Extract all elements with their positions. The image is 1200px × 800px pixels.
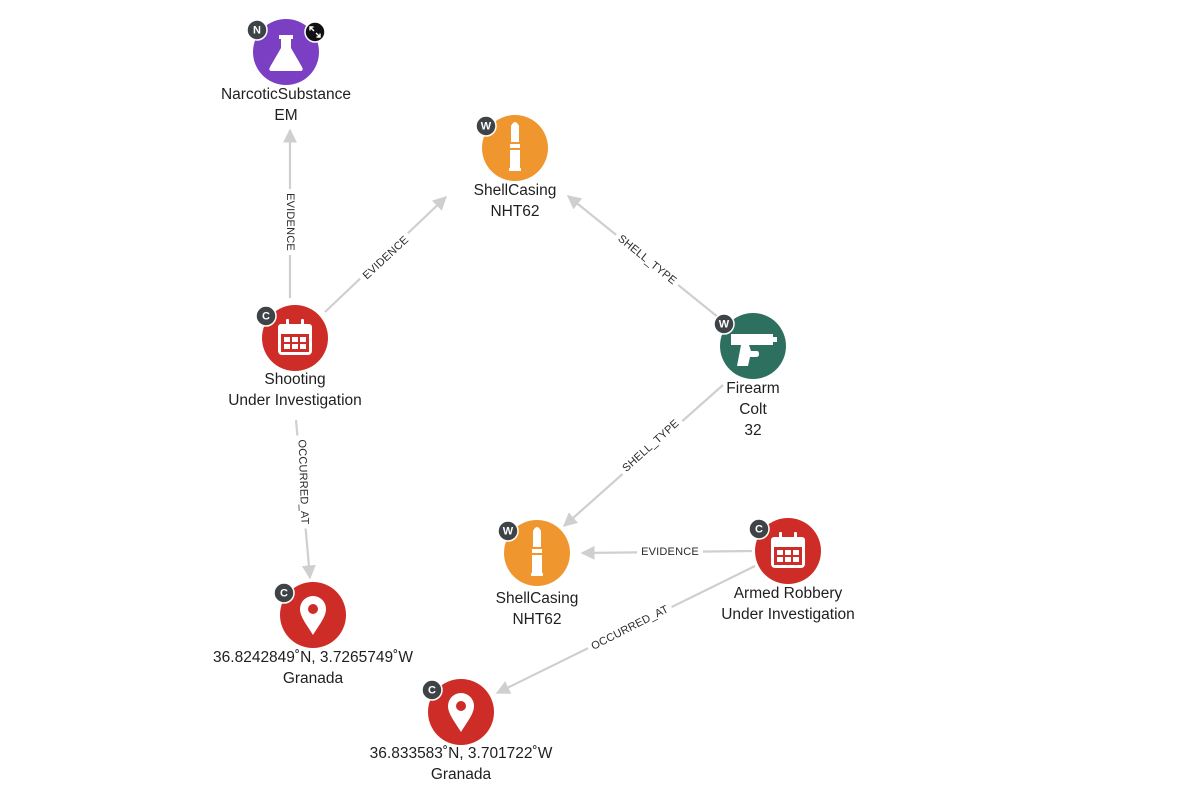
node-label-line: 36.8242849˚N, 3.7265749˚W [213,649,413,666]
edge-label: EVIDENCE [641,546,699,558]
node-label-line: 32 [744,422,761,439]
category-badge: W [713,313,735,335]
node-label-line: Granada [283,670,344,687]
node-label-line: Shooting [264,371,325,388]
node-loc2[interactable]: C 36.833583˚N, 3.701722˚W Granada [370,679,553,783]
category-badge-label: C [755,524,763,536]
node-label-line: NHT62 [512,611,561,628]
node-circle [720,313,786,379]
category-badge-label: W [719,319,730,331]
edge-label-bg [356,229,416,287]
category-badge: C [255,305,277,327]
category-badge-label: C [428,685,436,697]
category-badge: N [246,19,268,41]
node-label-line: 36.833583˚N, 3.701722˚W [370,745,553,762]
node-label-line: NarcoticSubstance [221,86,351,103]
node-label-line: Armed Robbery [734,585,843,602]
category-badge-label: W [481,121,492,133]
edge-firearm-shell1[interactable]: SHELL_TYPE [566,195,725,323]
flask-icon [269,35,303,71]
edge-label-bg [616,413,686,479]
category-badge-label: W [503,526,514,538]
calendar-icon [278,319,312,355]
category-badge: C [273,582,295,604]
category-badge: C [421,679,443,701]
edge-label-bg [282,189,298,255]
category-badge-label: N [253,25,261,37]
edge-label: OCCURRED_AT [589,603,670,652]
category-badge-label: C [262,311,270,323]
edge-shooting-loc1[interactable]: OCCURRED_AT [293,419,316,580]
edge-label-bg [610,228,684,292]
category-badge: W [475,115,497,137]
node-label-line: ShellCasing [496,590,579,607]
expand-icon[interactable] [304,21,326,43]
category-badge: C [748,518,770,540]
node-label-line: ShellCasing [474,182,557,199]
edge-label-bg [584,599,676,657]
bullet-icon [531,527,543,576]
node-label-line: Under Investigation [228,392,362,409]
edge-label-bg [293,435,313,529]
node-label-line: NHT62 [490,203,539,220]
nodes-layer: NNarcoticSubstanceEMWShellCasingNHT62WFi… [213,19,855,783]
edge-label-bg [637,544,703,560]
location-pin-icon [448,693,474,732]
location-pin-icon [300,596,326,635]
node-label-line: Under Investigation [721,606,855,623]
edge-label: SHELL_TYPE [615,233,678,287]
edge-shooting-narcotic[interactable]: EVIDENCE [282,128,298,298]
edge-shooting-shell1[interactable]: EVIDENCE [324,196,448,313]
calendar-icon [771,532,805,568]
edge-label: OCCURRED_AT [296,439,311,525]
edge-label: EVIDENCE [284,193,296,251]
edge-label: SHELL_TYPE [620,418,681,475]
node-label-line: Firearm [726,380,779,397]
edge-robbery-shell2[interactable]: EVIDENCE [580,544,753,560]
node-label-line: Colt [739,401,767,418]
edge-firearm-shell2[interactable]: SHELL_TYPE [562,384,724,527]
node-label-line: EM [274,107,297,124]
bullet-icon [509,122,521,171]
pistol-icon [731,334,777,366]
category-badge-label: C [280,588,288,600]
node-loc1[interactable]: C 36.8242849˚N, 3.7265749˚W Granada [213,582,413,687]
category-badge: W [497,520,519,542]
edge-label: EVIDENCE [361,234,411,282]
node-label-line: Granada [431,766,492,783]
